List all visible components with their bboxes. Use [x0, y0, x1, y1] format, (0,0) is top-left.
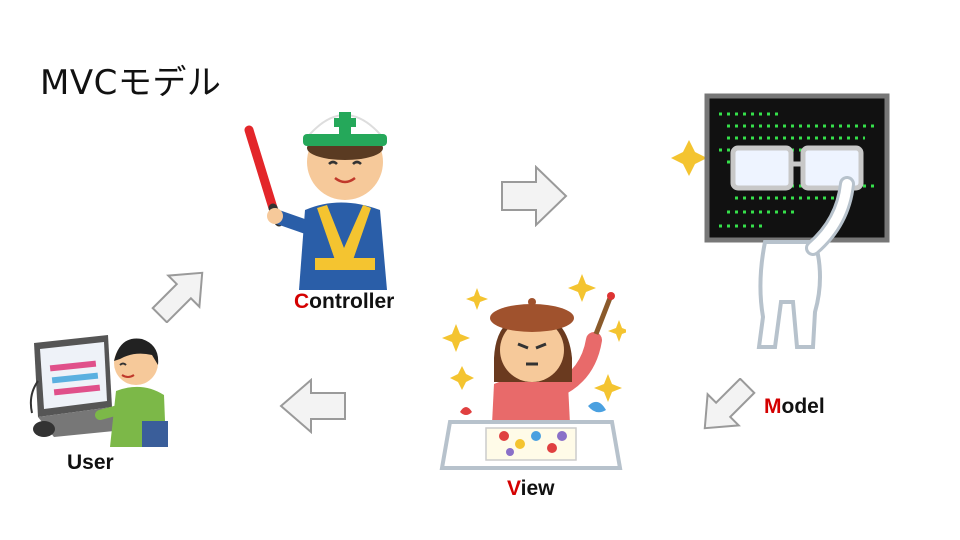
view-initial: V — [507, 477, 521, 500]
view-figure — [439, 274, 626, 470]
right-arrow-icon — [501, 165, 568, 227]
model-label: Model — [764, 395, 825, 419]
controller-figure — [244, 112, 388, 290]
model-figure — [671, 93, 890, 349]
view-label: View — [507, 477, 555, 501]
controller-initial: C — [294, 290, 310, 313]
model-initial: M — [764, 395, 782, 418]
up-right-arrow-icon — [151, 271, 204, 323]
controller-rest: ontroller — [309, 290, 395, 313]
down-left-arrow-icon — [703, 378, 756, 430]
page-title: MVCモデル — [40, 63, 222, 103]
view-rest: iew — [520, 477, 555, 500]
model-rest: odel — [781, 395, 825, 418]
controller-label: Controller — [294, 290, 394, 314]
user-label: User — [67, 451, 114, 474]
user-figure — [29, 335, 168, 447]
left-arrow-icon — [279, 378, 346, 434]
